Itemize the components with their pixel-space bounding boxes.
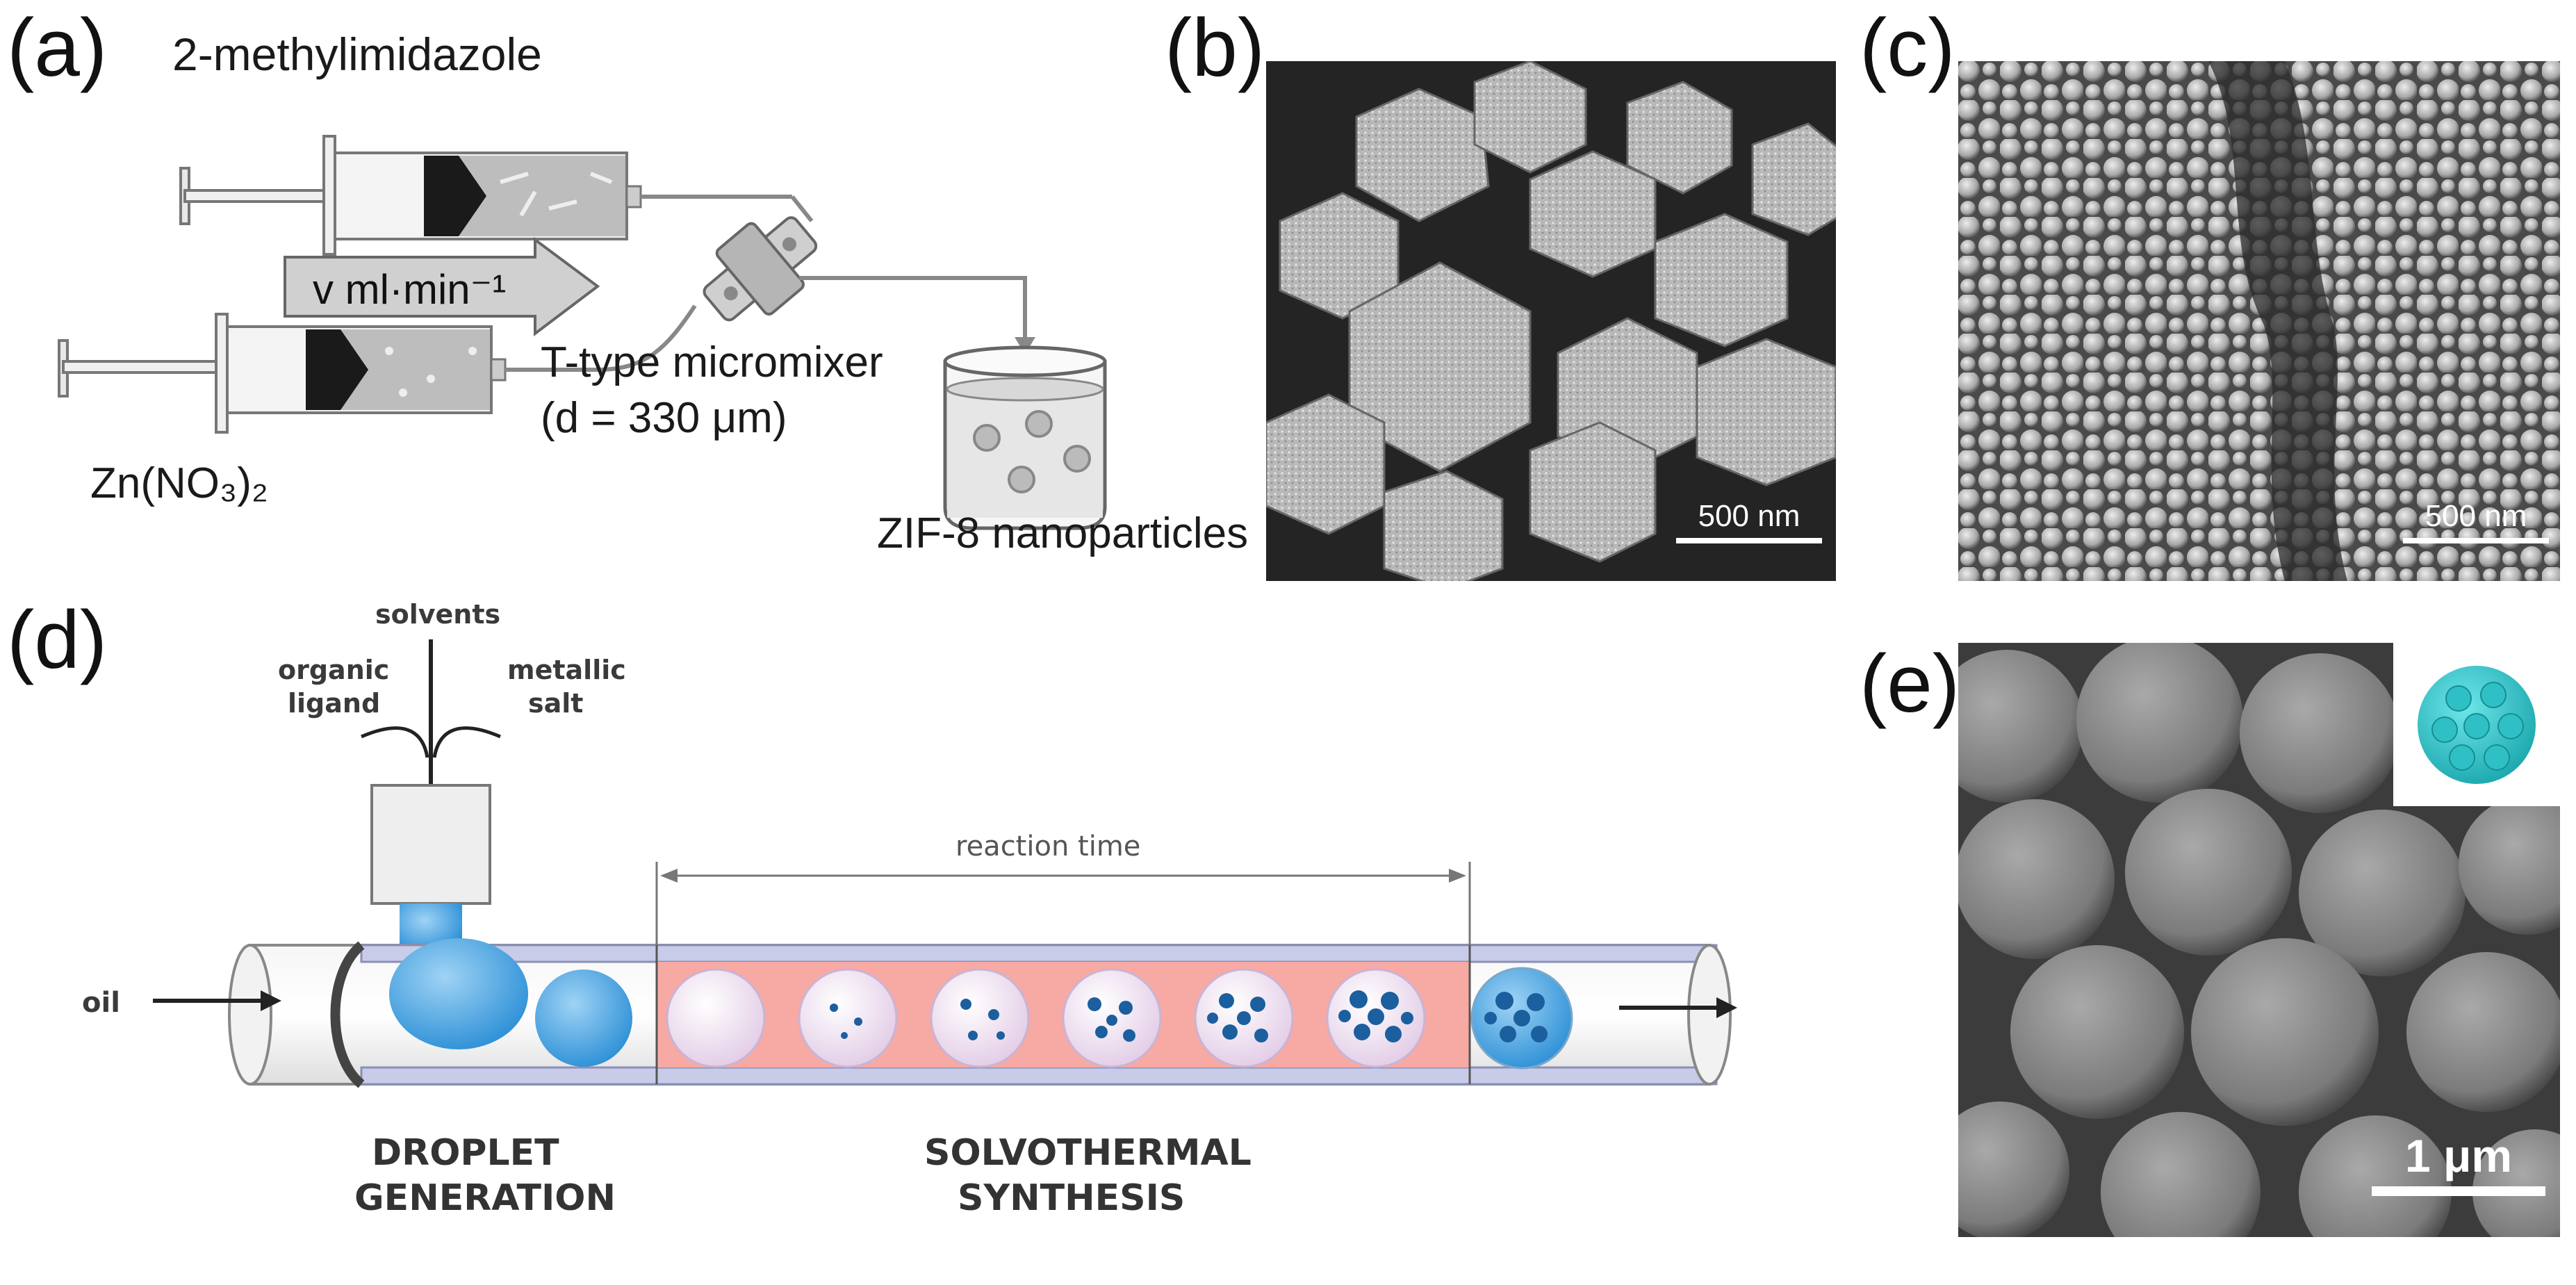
scale-line-b <box>1676 538 1822 543</box>
reaction-time-label: reaction time <box>955 830 1141 862</box>
beaker <box>943 345 1107 530</box>
metallic-salt-label-line1: metallic <box>507 655 626 685</box>
panel-e-letter: (e) <box>1860 638 1960 730</box>
inset-particle-model <box>2418 666 2536 784</box>
sem-image-b: 500 nm <box>1266 61 1836 581</box>
panel-a-letter: (a) <box>7 2 108 94</box>
panel-c-letter: (c) <box>1860 2 1955 94</box>
scale-label-e: 1 μm <box>2404 1130 2513 1181</box>
sem-image-e: 1 μm <box>1958 643 2560 1237</box>
syringe-1 <box>179 135 814 256</box>
organic-ligand-label-line1: organic <box>278 655 390 685</box>
droplet-generation-label-line1: DROPLET <box>372 1132 559 1174</box>
solvothermal-synthesis-label-line2: SYNTHESIS <box>958 1177 1186 1219</box>
scale-line-e <box>2372 1186 2545 1196</box>
droplet-generation-label-line2: GENERATION <box>354 1177 616 1219</box>
panel-b-letter: (b) <box>1165 2 1265 94</box>
droplet-microreactor-diagram <box>153 639 1737 1088</box>
scale-label-b: 500 nm <box>1698 499 1800 533</box>
scale-line-c <box>2403 538 2549 543</box>
scale-bar-c: 500 nm <box>2403 499 2549 543</box>
mixer-label: T-type micromixer <box>541 338 883 386</box>
scale-bar-b: 500 nm <box>1676 499 1822 543</box>
reagent-1-label: 2-methylimidazole <box>172 28 542 80</box>
reagent-2-label: Zn(NO₃)₂ <box>90 459 268 507</box>
t-type-micromixer <box>703 216 818 322</box>
organic-ligand-label-line2: ligand <box>288 688 381 719</box>
syringe-2 <box>58 304 697 434</box>
scale-bar-e: 1 μm <box>2372 1129 2545 1196</box>
flow-rate-arrow: v ml·min⁻¹ <box>284 237 600 337</box>
microfluidic-setup-diagram: v ml·min⁻¹ <box>58 135 1107 530</box>
metallic-salt-label-line2: salt <box>528 688 584 719</box>
sem-image-e-drawing <box>1958 643 2560 1237</box>
product-label: ZIF-8 nanoparticles <box>877 509 1249 557</box>
sem-image-b-drawing <box>1266 61 1836 581</box>
solvothermal-synthesis-label-line1: SOLVOTHERMAL <box>924 1132 1252 1174</box>
panel-d-letter: (d) <box>7 594 108 686</box>
oil-label: oil <box>82 987 120 1019</box>
solvents-label: solvents <box>375 599 501 630</box>
scale-label-c: 500 nm <box>2425 499 2527 533</box>
mixer-diameter-label: (d = 330 μm) <box>541 394 787 442</box>
sem-image-c: 500 nm <box>1958 61 2560 581</box>
sem-image-c-drawing <box>1958 61 2560 581</box>
flow-rate-label: v ml·min⁻¹ <box>313 266 506 313</box>
